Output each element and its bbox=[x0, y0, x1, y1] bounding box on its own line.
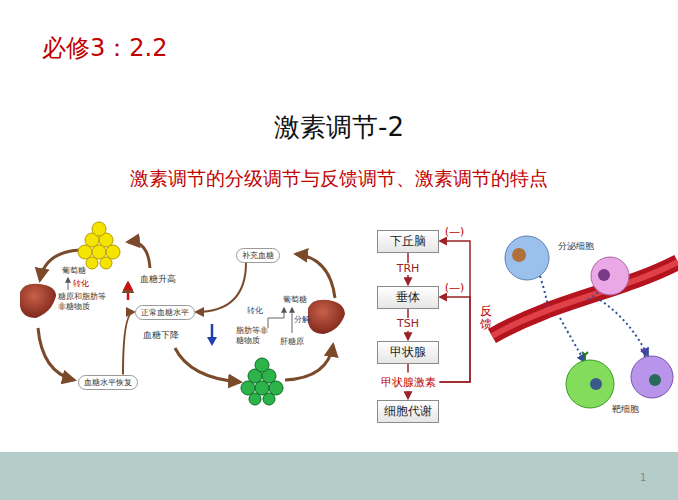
cell-label: 分泌细胞 bbox=[558, 241, 594, 252]
footer-band bbox=[0, 452, 678, 500]
substance-label: 葡萄糖 bbox=[62, 266, 86, 276]
conversion-arrow bbox=[292, 308, 293, 333]
conversion-arrow bbox=[268, 308, 284, 328]
organ-box: 下丘脑 bbox=[377, 230, 439, 253]
secretory-cell bbox=[505, 236, 629, 295]
connector-arrow bbox=[196, 263, 246, 313]
organ-box: 甲状腺 bbox=[377, 341, 439, 364]
hormone-node: 甲状腺激素 bbox=[379, 374, 438, 391]
secretory-cell bbox=[505, 236, 549, 280]
process-label: 转化 bbox=[73, 279, 89, 289]
connector-arrow bbox=[440, 297, 471, 382]
edge-label: TSH bbox=[395, 318, 421, 330]
level-box: 补充血糖 bbox=[236, 248, 280, 263]
conversion-arrow bbox=[68, 278, 69, 290]
liver bbox=[20, 284, 56, 318]
level-arrow bbox=[123, 281, 133, 290]
substance-label: 肝糖原 bbox=[280, 337, 304, 347]
liver bbox=[20, 284, 345, 334]
node-text: 正常血糖水平 bbox=[141, 307, 189, 318]
node-text: 垂体 bbox=[382, 289, 434, 306]
secretory-cell bbox=[512, 248, 526, 262]
target-cell bbox=[631, 356, 673, 398]
process-label: 分解 bbox=[294, 315, 310, 325]
islet-b-cells bbox=[78, 222, 120, 269]
hormone-dots bbox=[600, 300, 648, 356]
islet-b-cells bbox=[100, 257, 112, 269]
connector-arrow bbox=[440, 241, 471, 382]
conversion-arrow bbox=[68, 278, 292, 333]
cycle-arrow bbox=[38, 328, 74, 380]
secretory-cell bbox=[591, 257, 629, 295]
subtitle: 激素调节的分级调节与反馈调节、激素调节的特点 bbox=[130, 167, 548, 190]
hormone-dots bbox=[585, 292, 598, 300]
process-label: 转化 bbox=[247, 306, 263, 316]
node-text: 甲状腺激素 bbox=[381, 375, 436, 390]
target-cell bbox=[566, 349, 673, 408]
substance-label: 葡萄糖 bbox=[283, 295, 307, 305]
page-number: 1 bbox=[640, 472, 646, 484]
target-cell bbox=[649, 374, 661, 386]
level-label: 血糖升高 bbox=[140, 274, 176, 284]
target-cell bbox=[582, 352, 588, 360]
islet-a-cells bbox=[249, 393, 261, 405]
substance-label: 糖原和脂肪等非糖物质 bbox=[58, 292, 108, 311]
footer-band bbox=[0, 452, 678, 500]
feedback-label: 反馈 bbox=[480, 305, 492, 331]
cycle-arrow bbox=[128, 242, 150, 268]
edge-label: TRH bbox=[395, 263, 422, 275]
section-number: 必修3：2.2 bbox=[42, 34, 167, 63]
islet-a-cells bbox=[263, 393, 275, 405]
node-text: 细胞代谢 bbox=[382, 403, 434, 420]
cycle-arrow bbox=[40, 250, 80, 280]
cycle-arrow bbox=[38, 242, 335, 382]
islet-a-cells bbox=[241, 358, 283, 405]
islet-b-cells bbox=[92, 222, 106, 236]
hormone-dots bbox=[540, 276, 648, 362]
cell-label: 靶细胞 bbox=[612, 404, 639, 415]
connector-arrow bbox=[407, 391, 409, 399]
node-text: 下丘脑 bbox=[382, 233, 434, 250]
level-arrow bbox=[123, 281, 217, 346]
cycle-arrow bbox=[296, 254, 335, 298]
slide-title: 激素调节-2 bbox=[274, 112, 404, 143]
connector-arrow bbox=[407, 364, 409, 373]
substance-label: 脂肪等非糖物质 bbox=[236, 326, 270, 345]
target-cell bbox=[590, 378, 602, 390]
target-cell bbox=[566, 360, 614, 408]
node-text: 甲状腺 bbox=[382, 344, 434, 361]
liver bbox=[308, 300, 345, 334]
level-box: 正常血糖水平 bbox=[135, 305, 195, 320]
hormone-dots bbox=[540, 276, 548, 306]
edge-label: (—) bbox=[445, 282, 465, 294]
level-label: 血糖下降 bbox=[143, 330, 179, 340]
cycle-arrow bbox=[175, 348, 240, 382]
cycle-arrow bbox=[285, 345, 333, 380]
edge-label: (—) bbox=[445, 226, 465, 238]
level-arrow bbox=[207, 337, 217, 346]
hormone-dots bbox=[560, 318, 585, 362]
islet-a-cells bbox=[255, 358, 269, 372]
secretory-cell bbox=[598, 269, 610, 281]
target-cell bbox=[641, 349, 647, 357]
level-box: 血糖水平恢复 bbox=[78, 375, 138, 390]
islet-b-cells bbox=[86, 257, 98, 269]
process-box: 细胞代谢 bbox=[377, 400, 439, 423]
node-text: 补充血糖 bbox=[242, 250, 274, 261]
organ-box: 垂体 bbox=[377, 286, 439, 309]
node-text: 血糖水平恢复 bbox=[84, 377, 132, 388]
connector-arrow bbox=[123, 312, 134, 375]
